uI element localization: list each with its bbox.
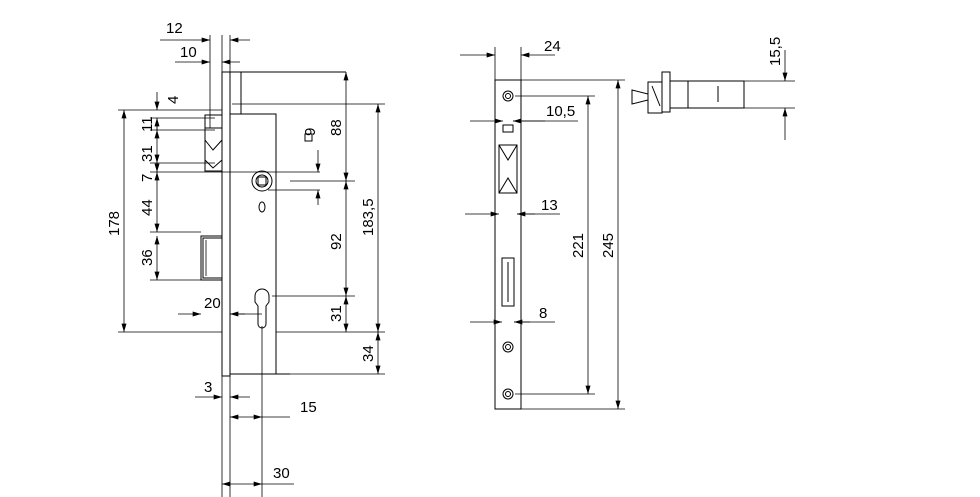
latch-bolt xyxy=(204,114,223,172)
dim-183-5: 183,5 xyxy=(360,198,377,236)
dim-24: 24 xyxy=(544,38,561,55)
dim-36: 36 xyxy=(139,249,156,266)
lock-case-outline xyxy=(230,71,346,375)
latch-slot-small xyxy=(502,124,514,133)
dim-245: 245 xyxy=(600,233,617,258)
dim-31-cylinder: 31 xyxy=(328,305,345,322)
dim-92: 92 xyxy=(328,233,345,250)
dim-15: 15 xyxy=(300,399,317,416)
latch-opening xyxy=(498,144,518,194)
dimension-labels-right: 15,5 xyxy=(767,37,784,66)
spindle-shaft xyxy=(687,80,745,109)
spindle-body xyxy=(669,80,689,109)
screw-hole-bottom xyxy=(502,388,514,400)
faceplate-front-view xyxy=(494,79,522,410)
dim-221: 221 xyxy=(570,233,587,258)
dimension-labels-middle: 24 10,5 13 8 221 245 xyxy=(539,38,617,322)
follower-hub xyxy=(251,170,273,192)
dim-8: 8 xyxy=(539,305,547,322)
dimension-lines-right xyxy=(744,50,795,140)
dim-30: 30 xyxy=(273,465,290,482)
dim-9: 9 xyxy=(302,128,319,136)
dim-20: 20 xyxy=(204,295,221,312)
dim-4: 4 xyxy=(165,96,182,104)
dim-10: 10 xyxy=(180,44,197,61)
mortise-lock-view xyxy=(200,71,346,377)
faceplate xyxy=(494,79,522,410)
dim-7: 7 xyxy=(139,174,156,182)
screw-hole-middle xyxy=(502,341,514,353)
dim-11: 11 xyxy=(139,116,156,132)
spindle-flange xyxy=(661,71,671,113)
dimension-lines-left xyxy=(118,35,385,497)
screw-hole-top xyxy=(502,90,514,102)
dim-3: 3 xyxy=(204,379,212,396)
dim-178: 178 xyxy=(106,211,123,236)
spindle-side-view xyxy=(631,71,745,114)
dim-10-5: 10,5 xyxy=(546,103,575,120)
spindle-collar xyxy=(647,81,663,114)
fixing-hole xyxy=(258,201,266,213)
dim-12: 12 xyxy=(166,20,183,37)
dim-13: 13 xyxy=(541,197,558,214)
dim-34: 34 xyxy=(360,345,377,362)
dim-15-5: 15,5 xyxy=(767,37,784,66)
dim-88: 88 xyxy=(328,119,345,136)
dimension-lines-middle xyxy=(460,47,625,410)
dimension-labels-left: 12 10 4 11 31 7 44 36 178 20 3 15 30 88 … xyxy=(106,20,377,482)
euro-cylinder-cutout xyxy=(254,288,270,329)
dim-44: 44 xyxy=(139,199,156,216)
square-spindle-icon xyxy=(304,133,313,142)
dim-31: 31 xyxy=(139,145,156,162)
spindle-tip xyxy=(631,89,649,105)
deadbolt-opening xyxy=(501,257,515,307)
forend-plate xyxy=(221,71,231,377)
